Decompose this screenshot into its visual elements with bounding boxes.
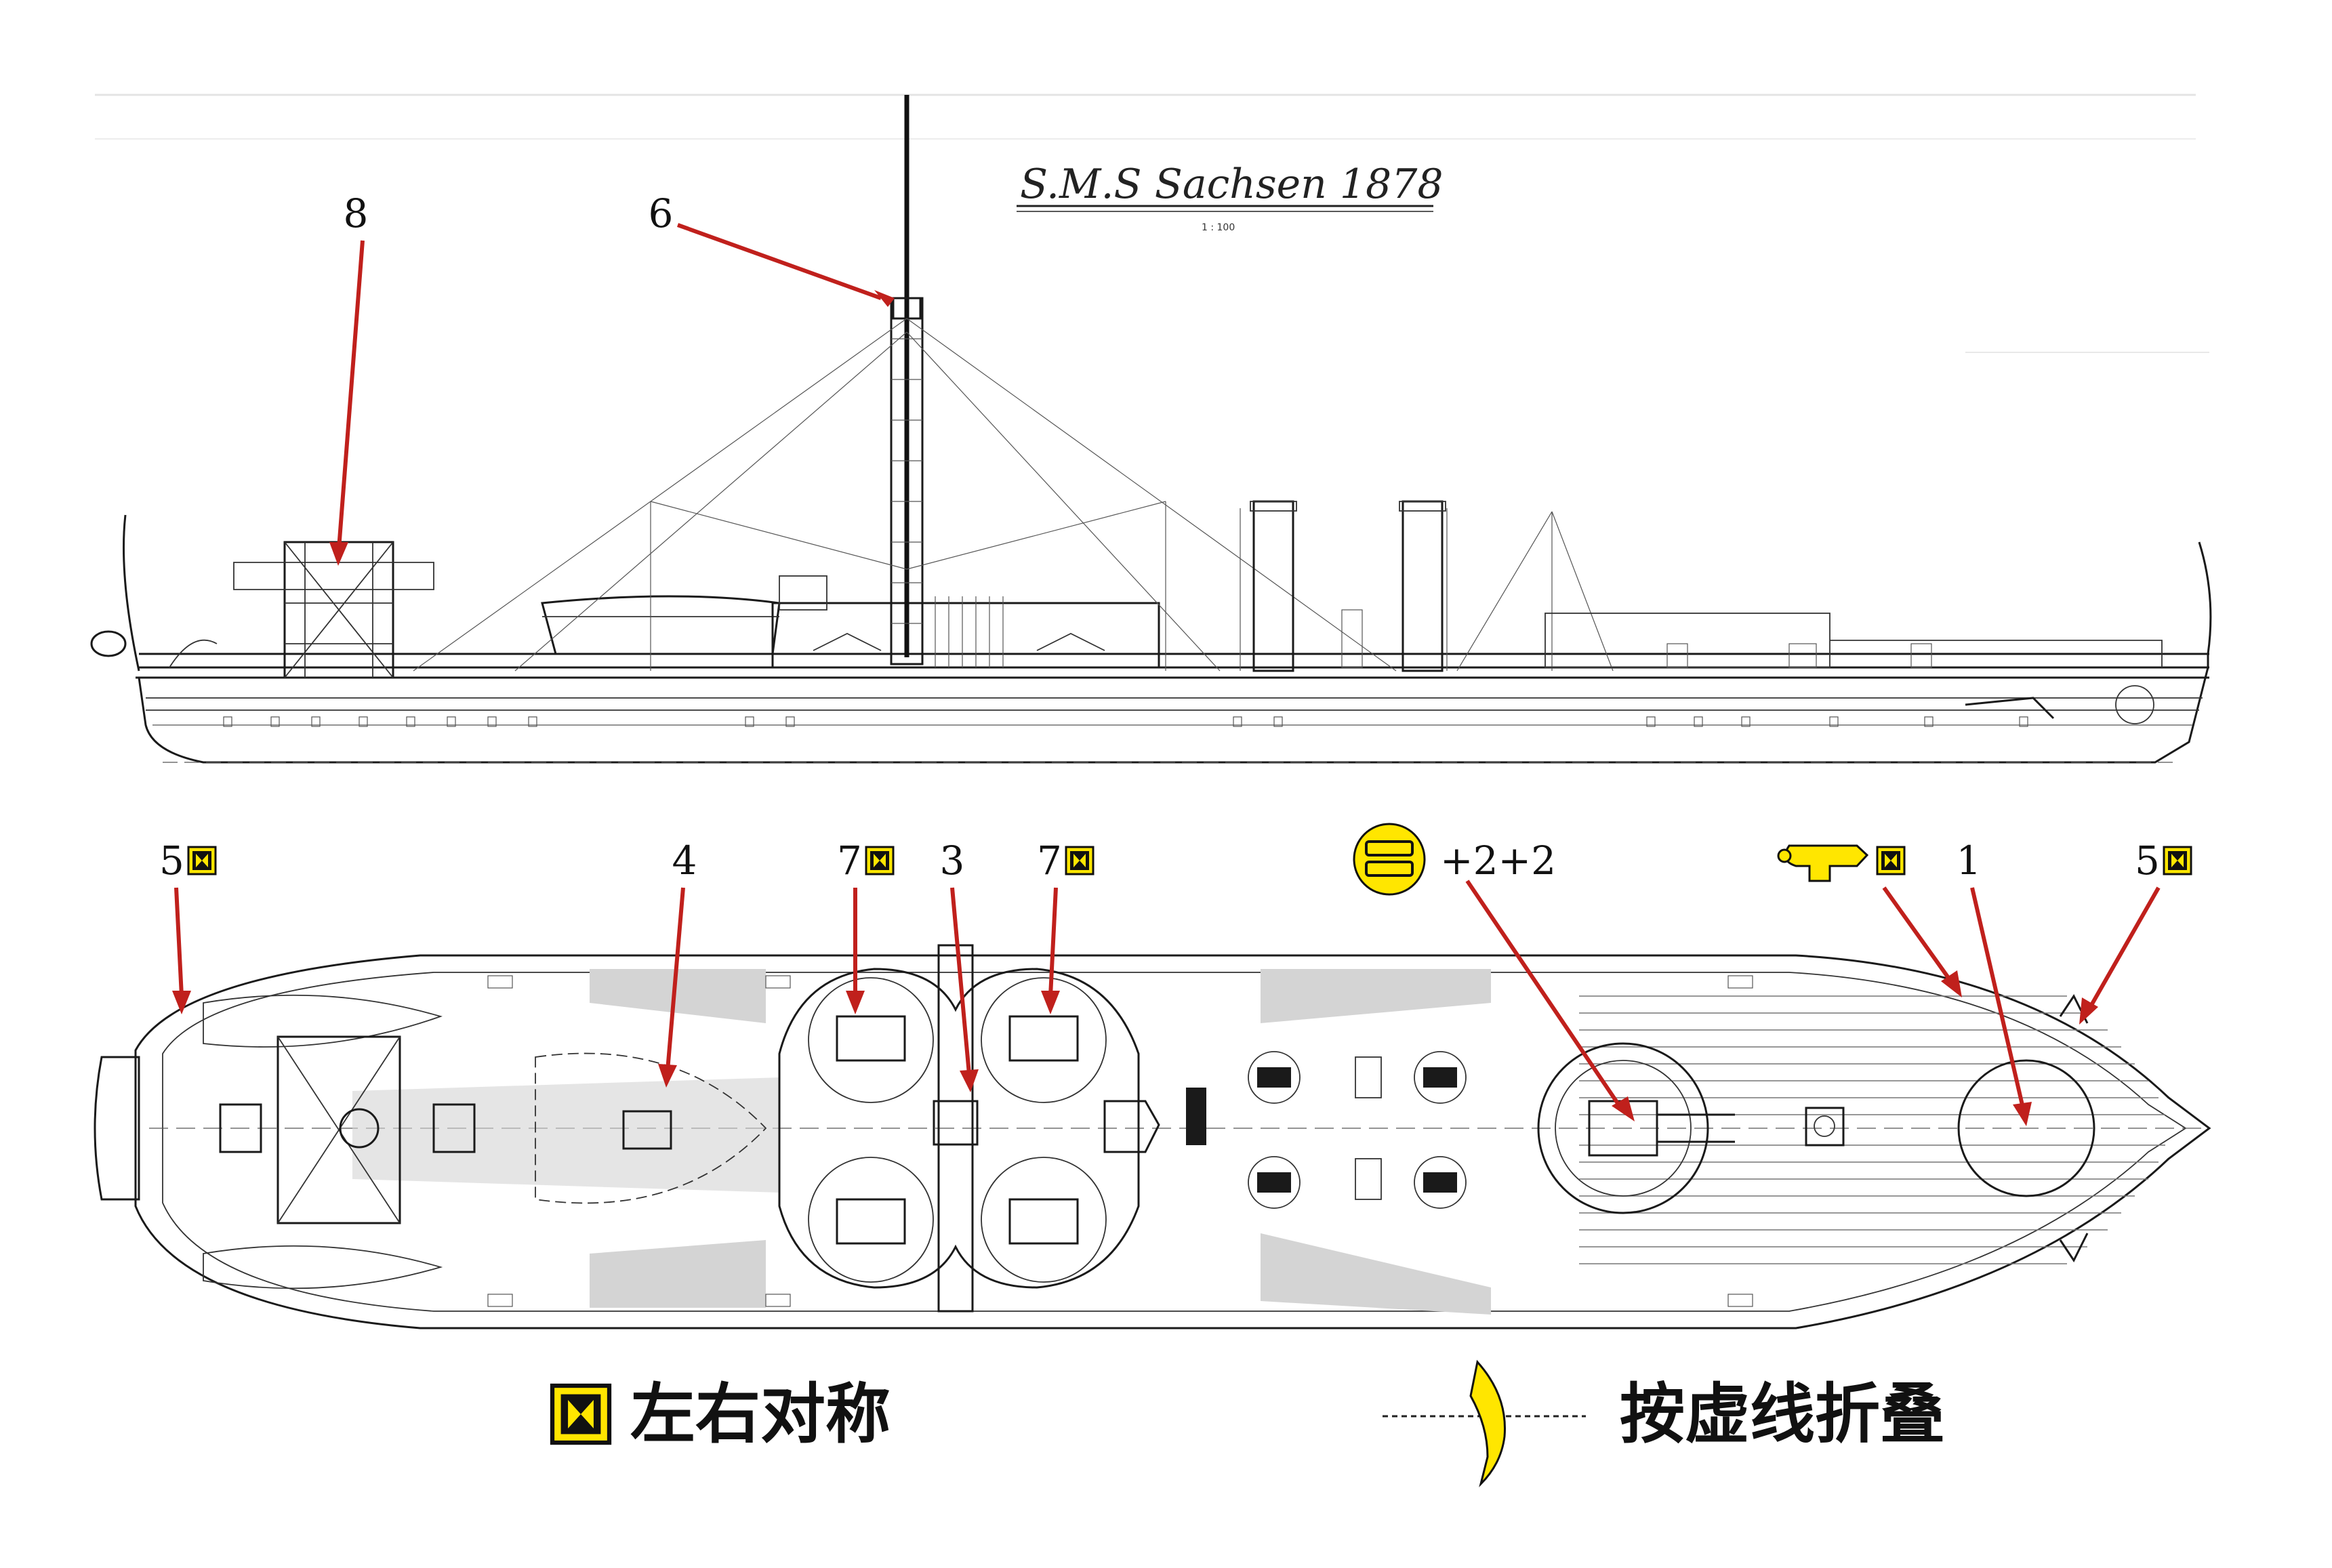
legend-mirror: 左右对称 <box>552 1376 891 1452</box>
forward-turret <box>1537 1042 1735 1214</box>
anchor-icon <box>1777 844 1869 882</box>
legend-fold-text: 按虚线折叠 <box>1620 1376 1945 1452</box>
plan-callout-1: 1 <box>1957 838 2032 1126</box>
callout-label-8: 8 <box>344 190 369 236</box>
plan-callout-anchor <box>1777 844 1962 997</box>
mirror-symmetric-icon <box>865 846 895 875</box>
callout-label-1: 1 <box>1957 838 1982 884</box>
callout-label-plus: +2+2 <box>1440 838 1556 884</box>
plan-callout-3: 3 <box>940 838 979 1092</box>
mirror-symmetric-icon <box>552 1386 609 1443</box>
battery-barbette <box>778 944 1160 1313</box>
hatch-cover-icon <box>1353 823 1426 896</box>
callout-label-7-left: 7 <box>837 838 862 884</box>
callout-label-4: 4 <box>672 838 697 884</box>
mirror-symmetric-icon <box>2163 846 2192 875</box>
fold-arrow-icon <box>1469 1359 1506 1487</box>
plan-scale: 1 : 100 <box>1202 222 1235 233</box>
side-callout-8: 8 <box>329 190 368 566</box>
callout-label-5-right: 5 <box>2135 838 2160 884</box>
plan-callout-7-left: 7 <box>837 838 895 1014</box>
plan-callout-7-right: 7 <box>1037 838 1095 1014</box>
legend-fold: 按虚线折叠 <box>1383 1359 1945 1487</box>
mirror-symmetric-icon <box>1065 846 1095 875</box>
plan-callout-5-left: 5 <box>159 838 217 1014</box>
callout-label-3: 3 <box>940 838 965 884</box>
mirror-symmetric-icon <box>187 846 217 875</box>
callout-label-7-right: 7 <box>1037 838 1062 884</box>
plan-callout-hatch-cover: +2+2 <box>1353 823 1635 1121</box>
callout-label-5-left: 5 <box>159 838 184 884</box>
mirror-symmetric-icon <box>1876 846 1906 875</box>
legend-mirror-text: 左右对称 <box>630 1376 891 1452</box>
plan-callout-5-right: 5 <box>2079 838 2192 1025</box>
deck-plan <box>94 944 2211 1329</box>
plan-title: S.M.S Sachsen 1878 <box>1020 161 1444 208</box>
side-callout-6: 6 <box>649 190 895 307</box>
plan-callout-4: 4 <box>658 838 697 1088</box>
plan-title-block: S.M.S Sachsen 1878 1 : 100 <box>1017 161 1444 233</box>
side-elevation <box>90 95 2212 764</box>
callout-label-6: 6 <box>649 190 674 236</box>
